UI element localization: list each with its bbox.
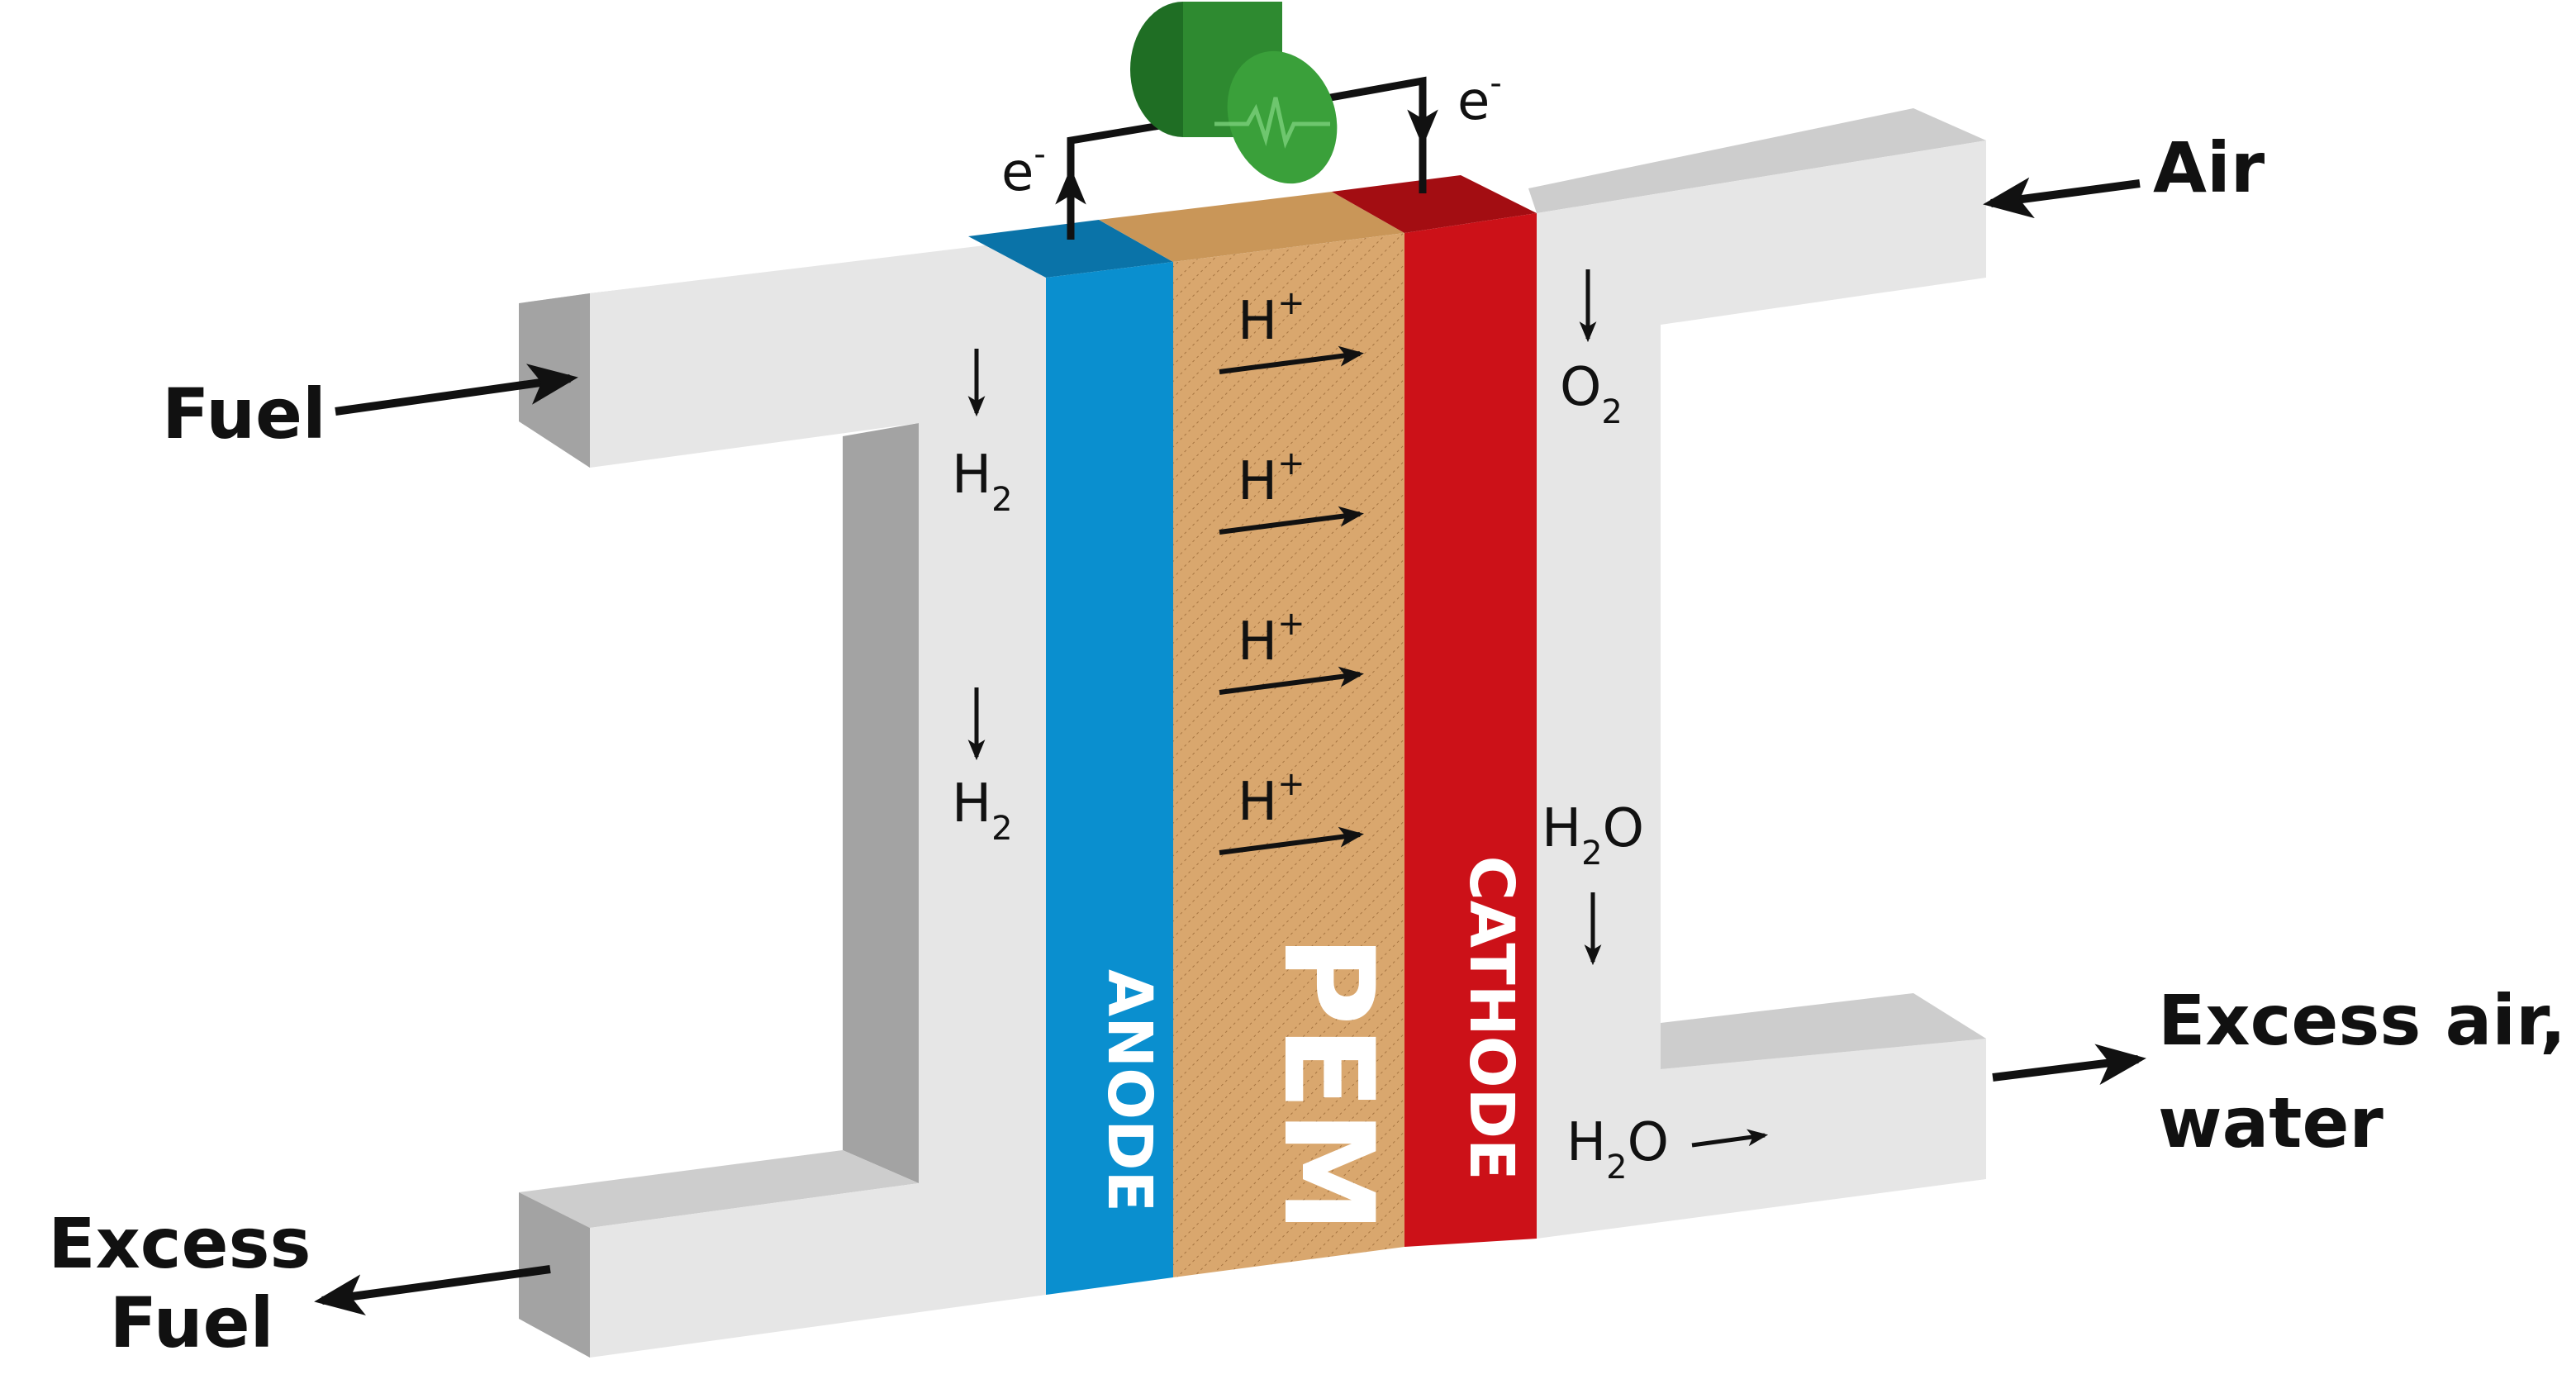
external-circuit: [1055, 2, 1438, 240]
excess-air-label: Excess air, water: [2158, 980, 2576, 1163]
anode-channel-front: [919, 275, 1046, 1293]
proton-arrow-1: [1219, 345, 1364, 374]
resistor-load-icon: [1130, 2, 1338, 184]
air-arrow: [1983, 177, 2141, 219]
fuel-cell-body: [519, 108, 1986, 1358]
air-outlet-top: [1661, 993, 1986, 1069]
excess-fuel-label: Excess Fuel: [48, 1203, 335, 1363]
anode-layer: [1046, 262, 1173, 1295]
excess-air-arrow: [1992, 1044, 2146, 1086]
flow-arrows: [314, 177, 2146, 1315]
proton-label-4: H+: [1238, 765, 1305, 833]
circuit-wire-right: [1293, 76, 1427, 193]
proton-arrow-3: [1219, 666, 1364, 695]
pem-top: [1099, 192, 1404, 262]
proton-label-1: H+: [1238, 284, 1305, 352]
proton-arrow-2: [1219, 506, 1364, 535]
io-labels: Fuel Air Excess Fuel Excess air, water: [48, 127, 2576, 1363]
water-label-2: H2O: [1566, 1112, 1669, 1187]
water-flow-arrow-right: [1691, 1129, 1769, 1148]
membrane-electrode-assembly: [968, 175, 1537, 1295]
excess-fuel-arrow: [314, 1265, 551, 1315]
species-labels: e- e- H2 H2 O2 H2O H2O H+ H+ H+ H+: [952, 64, 1669, 1187]
water-label-1: H2O: [1542, 798, 1644, 873]
hydrogen-label-2: H2: [952, 773, 1013, 848]
fuel-label: Fuel: [162, 373, 326, 454]
pem-label: PEM: [1256, 935, 1400, 1234]
anode-channel-side: [843, 423, 919, 1183]
air-inlet-top: [1528, 108, 1986, 213]
electron-label-anode: e-: [1001, 136, 1046, 203]
proton-label-3: H+: [1238, 605, 1305, 673]
pem-layer: [1173, 233, 1404, 1277]
proton-label-2: H+: [1238, 445, 1305, 512]
cathode-layer: [1404, 213, 1537, 1247]
fuel-outlet-front: [590, 1183, 1046, 1358]
electron-label-cathode: e-: [1457, 64, 1502, 132]
air-label: Air: [2153, 127, 2265, 208]
air-inlet-front: [1537, 140, 1986, 1239]
cathode-label: CATHODE: [1456, 855, 1527, 1180]
cathode-top: [1332, 175, 1537, 233]
hydrogen-label-1: H2: [952, 445, 1013, 519]
anode-label: ANODE: [1094, 969, 1165, 1212]
fuel-arrow: [335, 364, 578, 416]
fuel-outlet-top: [519, 1150, 919, 1228]
oxygen-label: O2: [1560, 357, 1623, 431]
proton-arrow-4: [1219, 826, 1364, 855]
layer-labels: ANODE PEM CATHODE: [1094, 855, 1527, 1233]
anode-top: [968, 220, 1173, 278]
fuel-outlet-end: [519, 1192, 590, 1358]
